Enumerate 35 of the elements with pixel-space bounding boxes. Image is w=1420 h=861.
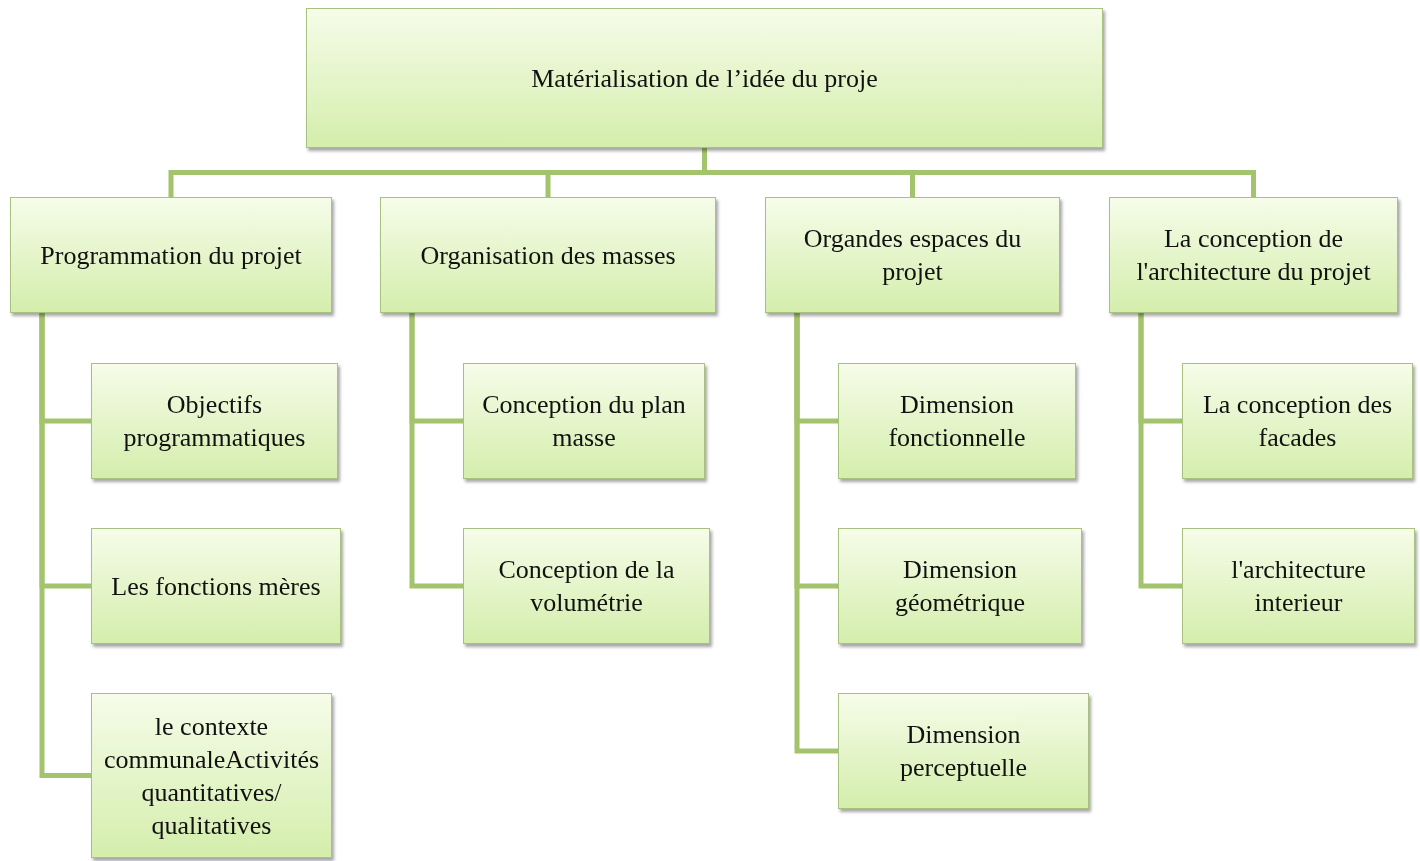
process-box: [765, 197, 1060, 313]
connector-line: [702, 148, 1256, 197]
box-label: Conception du plan masse: [481, 389, 687, 454]
process-box: [838, 693, 1089, 809]
box-label: Matérialisation de l’idée du proje: [531, 62, 878, 95]
box-label: Dimension perceptuelle: [899, 719, 1028, 784]
process-box: [1182, 363, 1413, 479]
box-label: Les fonctions mères: [111, 570, 321, 603]
process-box: [1182, 528, 1415, 644]
box-label: Dimension fonctionnelle: [887, 389, 1027, 454]
box-label: Organdes espaces du projet: [802, 223, 1023, 288]
box-label: le contexte communaleActivités quantitatives/ qualitatives: [102, 710, 321, 842]
process-box: [91, 693, 332, 858]
process-box: [10, 197, 332, 313]
box-label: La conception de l'architecture du projet: [1135, 223, 1372, 288]
process-box: [380, 197, 716, 313]
box-label: Dimension géométrique: [894, 554, 1026, 619]
process-box: [463, 528, 710, 644]
box-label: Objectifs programmatiques: [122, 389, 307, 454]
process-box: [91, 528, 341, 644]
connector-line: [794, 313, 838, 754]
connector-line: [39, 313, 91, 778]
connector-line: [1138, 313, 1182, 589]
box-label: l'architecture interieur: [1230, 554, 1367, 619]
box-label: La conception des facades: [1201, 389, 1394, 454]
process-box: [463, 363, 705, 479]
process-box: [838, 363, 1076, 479]
process-box: [91, 363, 338, 479]
process-box: [306, 8, 1103, 148]
process-box: [838, 528, 1082, 644]
connector-line: [409, 313, 463, 589]
box-label: Conception de la volumétrie: [497, 554, 676, 619]
process-box: [1109, 197, 1398, 313]
box-label: Organisation des masses: [420, 239, 676, 272]
box-label: Programmation du projet: [40, 239, 302, 272]
